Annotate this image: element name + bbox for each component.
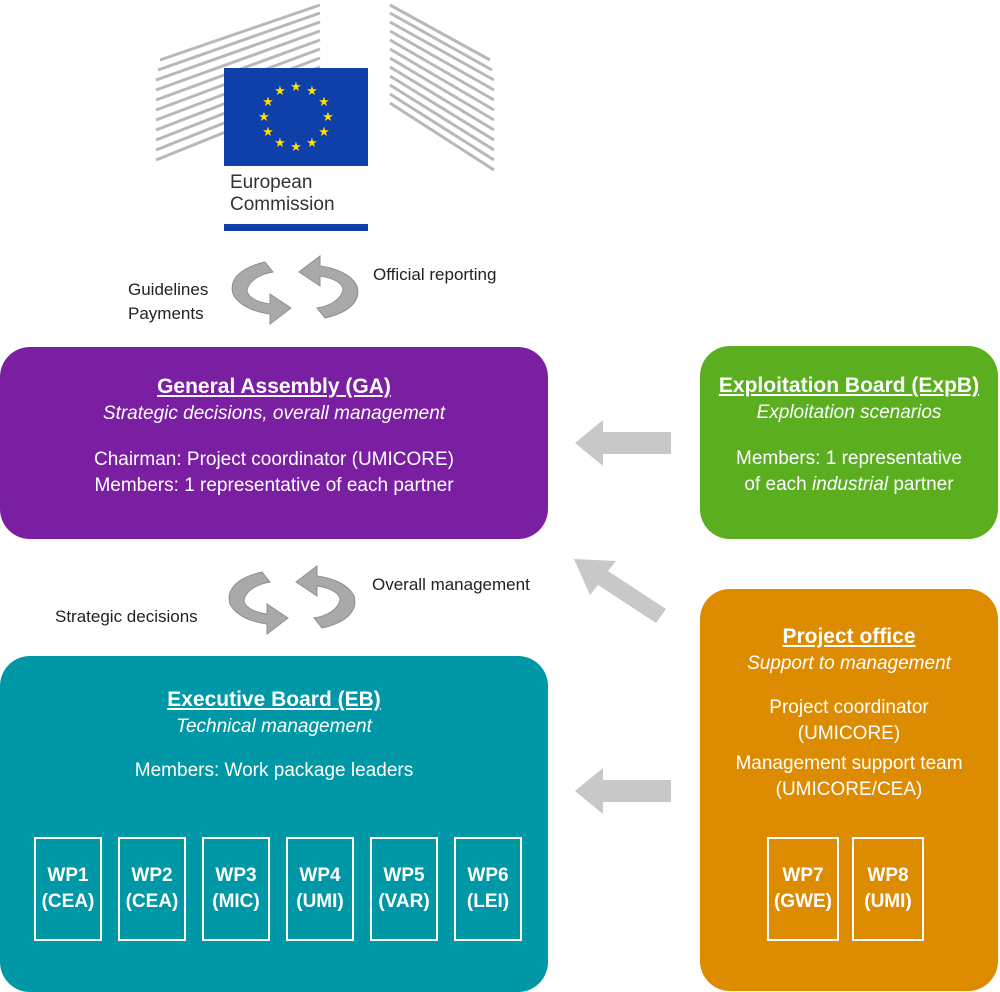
- executive-board-box: Executive Board (EB) Technical managemen…: [0, 656, 548, 992]
- wp3-lead: (MIC): [212, 891, 260, 912]
- svg-text:★: ★: [306, 136, 318, 151]
- ec-logo-underline: [224, 224, 368, 231]
- exploitation-board-box: Exploitation Board (ExpB) Exploitation s…: [700, 346, 998, 539]
- po-subtitle: Support to management: [747, 653, 951, 674]
- wp4-box: WP4 (UMI): [286, 837, 354, 941]
- expb-members-line2: of each industrial partner: [700, 472, 998, 498]
- svg-text:★: ★: [306, 84, 318, 99]
- svg-text:★: ★: [274, 136, 286, 151]
- cycle-arrows-mid-icon: [228, 564, 356, 636]
- wp2-box: WP2 (CEA): [118, 837, 186, 941]
- ec-text-line2: Commission: [230, 194, 335, 215]
- expb-line2-pre: of each: [744, 474, 813, 495]
- eb-members: Members: Work package leaders: [134, 760, 414, 781]
- po-title: Project office: [782, 625, 916, 648]
- svg-text:★: ★: [318, 95, 330, 110]
- strategic-decisions-label: Strategic decisions: [55, 607, 198, 626]
- ga-subtitle: Strategic decisions, overall management: [102, 403, 446, 424]
- wp5-name: WP5: [383, 865, 425, 886]
- wp7-name: WP7: [782, 865, 824, 886]
- ec-logo: ★ ★ ★ ★ ★ ★ ★ ★ ★ ★ ★ ★ European Commiss…: [150, 0, 500, 240]
- wp6-box: WP6 (LEI): [454, 837, 522, 941]
- arrow-expb-to-ga-icon: [575, 420, 671, 466]
- expb-line2-post: partner: [888, 474, 954, 495]
- svg-text:★: ★: [290, 80, 302, 95]
- wp5-box: WP5 (VAR): [370, 837, 438, 941]
- wp1-name: WP1: [47, 865, 89, 886]
- wp6-name: WP6: [467, 865, 509, 886]
- ga-title: General Assembly (GA): [157, 375, 391, 398]
- wp3-box: WP3 (MIC): [202, 837, 270, 941]
- eb-title: Executive Board (EB): [167, 688, 381, 711]
- svg-text:★: ★: [262, 125, 274, 140]
- ga-chairman: Chairman: Project coordinator (UMICORE): [93, 449, 455, 470]
- arrow-po-to-eb-icon: [575, 768, 671, 814]
- wp8-lead: (UMI): [864, 891, 912, 912]
- wp8-box: WP8 (UMI): [852, 837, 924, 941]
- eu-flag: ★ ★ ★ ★ ★ ★ ★ ★ ★ ★ ★ ★: [224, 68, 368, 166]
- svg-text:★: ★: [290, 140, 302, 155]
- eu-stars-icon: ★ ★ ★ ★ ★ ★ ★ ★ ★ ★ ★ ★: [258, 80, 334, 155]
- svg-text:★: ★: [318, 125, 330, 140]
- wp7-box: WP7 (GWE): [767, 837, 839, 941]
- project-office-box: Project office Support to management Pro…: [700, 589, 998, 991]
- po-line3: Management support team: [735, 753, 963, 774]
- svg-text:★: ★: [258, 110, 270, 125]
- wp8-name: WP8: [867, 865, 909, 886]
- expb-members: Members: 1 representative: [736, 448, 962, 469]
- wp1-box: WP1 (CEA): [34, 837, 102, 941]
- wp5-lead: (VAR): [378, 891, 430, 912]
- ec-logo-text: European Commission: [230, 172, 335, 216]
- wp3-name: WP3: [215, 865, 257, 886]
- po-line4: (UMICORE/CEA): [775, 779, 923, 800]
- wp4-name: WP4: [299, 865, 341, 886]
- cycle-arrows-icon: [231, 254, 359, 326]
- official-reporting-label: Official reporting: [373, 265, 497, 284]
- expb-subtitle: Exploitation scenarios: [756, 402, 942, 423]
- wp2-lead: (CEA): [125, 891, 179, 912]
- wp1-lead: (CEA): [41, 891, 95, 912]
- wp4-lead: (UMI): [296, 891, 344, 912]
- general-assembly-box: General Assembly (GA) Strategic decision…: [0, 347, 548, 539]
- eb-subtitle: Technical management: [176, 716, 372, 737]
- ec-text-line1: European: [230, 172, 313, 193]
- guidelines-label: Guidelines: [128, 280, 209, 299]
- payments-label: Payments: [128, 304, 204, 323]
- overall-management-label: Overall management: [372, 575, 530, 594]
- po-line1: Project coordinator: [769, 697, 929, 718]
- po-line2: (UMICORE): [797, 723, 901, 744]
- arrow-po-to-ga-icon: [574, 559, 666, 623]
- wp7-lead: (GWE): [773, 891, 833, 912]
- wp6-lead: (LEI): [466, 891, 510, 912]
- ga-members: Members: 1 representative of each partne…: [94, 475, 454, 496]
- svg-text:★: ★: [322, 110, 334, 125]
- svg-text:★: ★: [274, 84, 286, 99]
- expb-title: Exploitation Board (ExpB): [718, 374, 980, 397]
- svg-text:★: ★: [262, 95, 274, 110]
- expb-line2-em: industrial: [812, 474, 889, 495]
- wp2-name: WP2: [131, 865, 173, 886]
